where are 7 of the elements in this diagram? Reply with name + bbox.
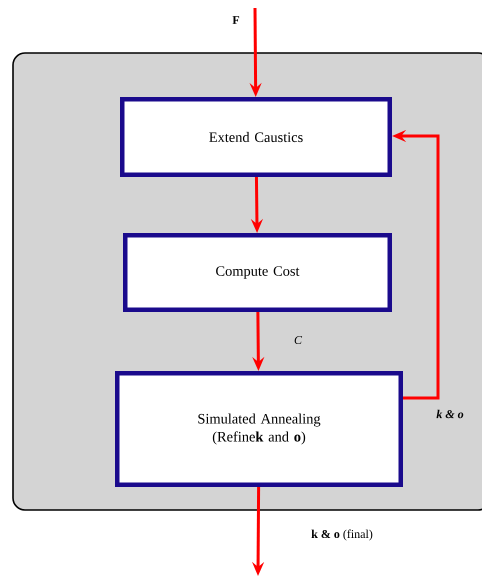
edge-label: k & o (final) xyxy=(311,530,372,540)
process-box: Compute Cost xyxy=(123,233,392,312)
process-box: Extend Caustics xyxy=(120,97,392,177)
edge-label: k & o xyxy=(436,410,464,418)
edge-label: F xyxy=(232,16,240,24)
process-box: Simulated Annealing (Refinek and o) xyxy=(115,371,403,487)
edge-label: C xyxy=(294,336,302,344)
